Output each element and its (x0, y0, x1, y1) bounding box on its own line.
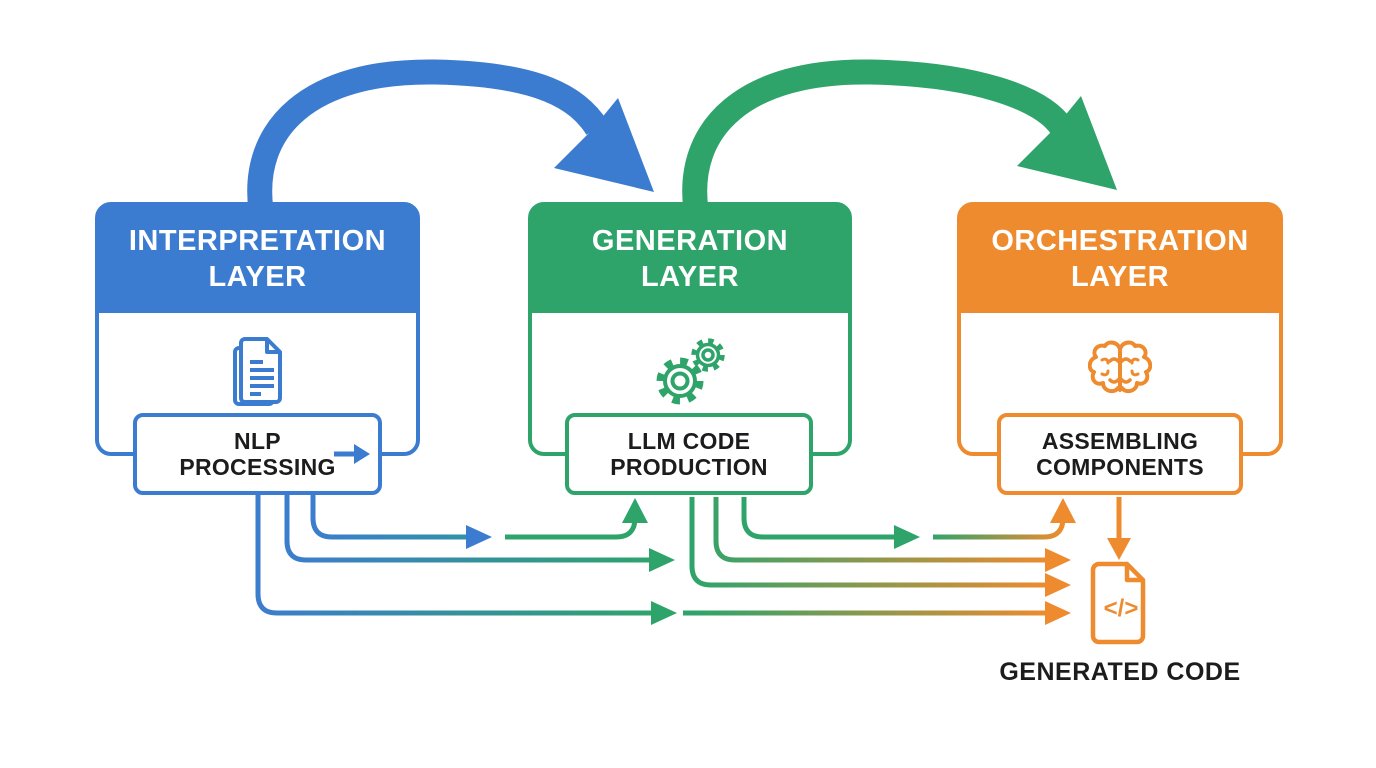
assembling-components-box: ASSEMBLING COMPONENTS (997, 413, 1243, 495)
process-label-line: COMPONENTS (1036, 454, 1204, 480)
connector-lane-3 (689, 497, 1071, 597)
layer-title-line: INTERPRETATION (128, 225, 387, 257)
connector-lane-1 (310, 495, 1076, 549)
connector-lane-2 (284, 495, 1071, 572)
gears-icon (656, 338, 725, 405)
code-file-icon: </> (1090, 561, 1146, 645)
process-label-line: LLM CODE (627, 428, 751, 454)
svg-text:</>: </> (1104, 595, 1139, 622)
layer-title-line: LAYER (1070, 261, 1170, 293)
layer-title-line: LAYER (640, 261, 740, 293)
generation-layer-header: GENERATION LAYER (531, 205, 849, 313)
layer-title-line: ORCHESTRATION (991, 225, 1249, 257)
connector-down-to-generated-code (1107, 497, 1131, 560)
process-label-line: NLP (234, 428, 281, 454)
orchestration-layer-header: ORCHESTRATION LAYER (960, 205, 1280, 313)
flow-arc-generation-to-orchestration (682, 59, 1117, 212)
arrow-right-icon (334, 444, 370, 464)
generated-code-label: GENERATED CODE (999, 658, 1241, 686)
brain-icon (1088, 340, 1152, 394)
connector-lane-4 (255, 495, 1071, 625)
llm-code-production-box: LLM CODE PRODUCTION (565, 413, 813, 495)
process-label-line: ASSEMBLING (1041, 428, 1199, 454)
layer-title-line: GENERATION (591, 225, 789, 257)
nlp-processing-box: NLP PROCESSING (133, 413, 382, 495)
documents-icon (232, 337, 282, 406)
flow-arc-interpretation-to-generation (247, 59, 654, 212)
interpretation-layer-header: INTERPRETATION LAYER (98, 205, 417, 313)
process-label-line: PRODUCTION (610, 454, 768, 480)
layer-title-line: LAYER (208, 261, 307, 293)
process-label-line: PROCESSING (179, 454, 336, 480)
